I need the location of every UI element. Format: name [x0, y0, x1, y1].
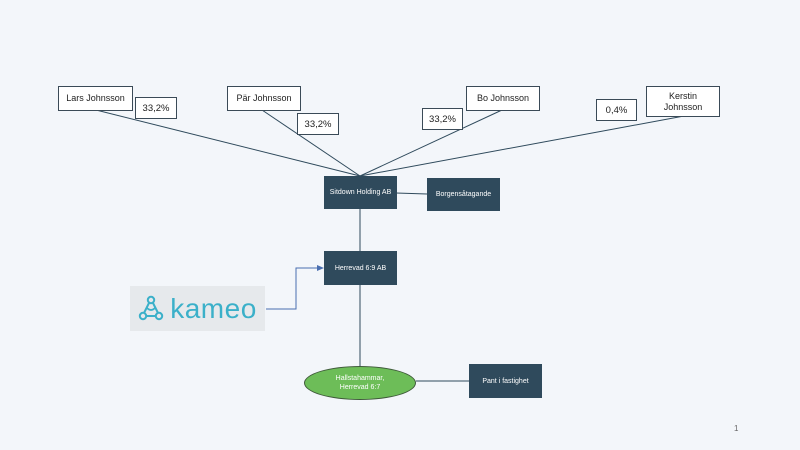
owner-box-bo: Bo Johnsson [466, 86, 540, 111]
owner-box-kerstin: Kerstin Johnsson [646, 86, 720, 117]
arrowhead-icon [317, 265, 324, 271]
property-ellipse: Hallstahammar, Herrevad 6:7 [304, 366, 416, 400]
connector-lars-holding [95, 109, 361, 177]
pledge-box: Pant i fastighet [469, 364, 542, 398]
connector-kerstin-holding [359, 115, 685, 177]
kameo-logo-icon [139, 295, 164, 320]
kameo-logo-text: kameo [170, 292, 257, 324]
kameo-logo: kameo [130, 286, 265, 331]
connector-bo-holding [359, 109, 503, 177]
subsidiary-box: Herrevad 6:9 AB [324, 251, 397, 285]
share-box-par: 33,2% [297, 113, 339, 135]
share-box-kerstin: 0,4% [596, 99, 637, 121]
owner-box-lars: Lars Johnsson [58, 86, 133, 111]
guarantee-box: Borgensåtagande [427, 178, 500, 211]
holding-company-box: Sitdown Holding AB [324, 176, 397, 209]
connector-kameo-subsidiary [266, 267, 318, 310]
share-box-lars: 33,2% [135, 97, 177, 119]
connector-par-holding [261, 109, 361, 177]
page-number: 1 [734, 424, 739, 433]
share-box-bo: 33,2% [422, 108, 463, 130]
connector-holding-guarantee [395, 192, 428, 195]
owner-box-par: Pär Johnsson [227, 86, 301, 111]
